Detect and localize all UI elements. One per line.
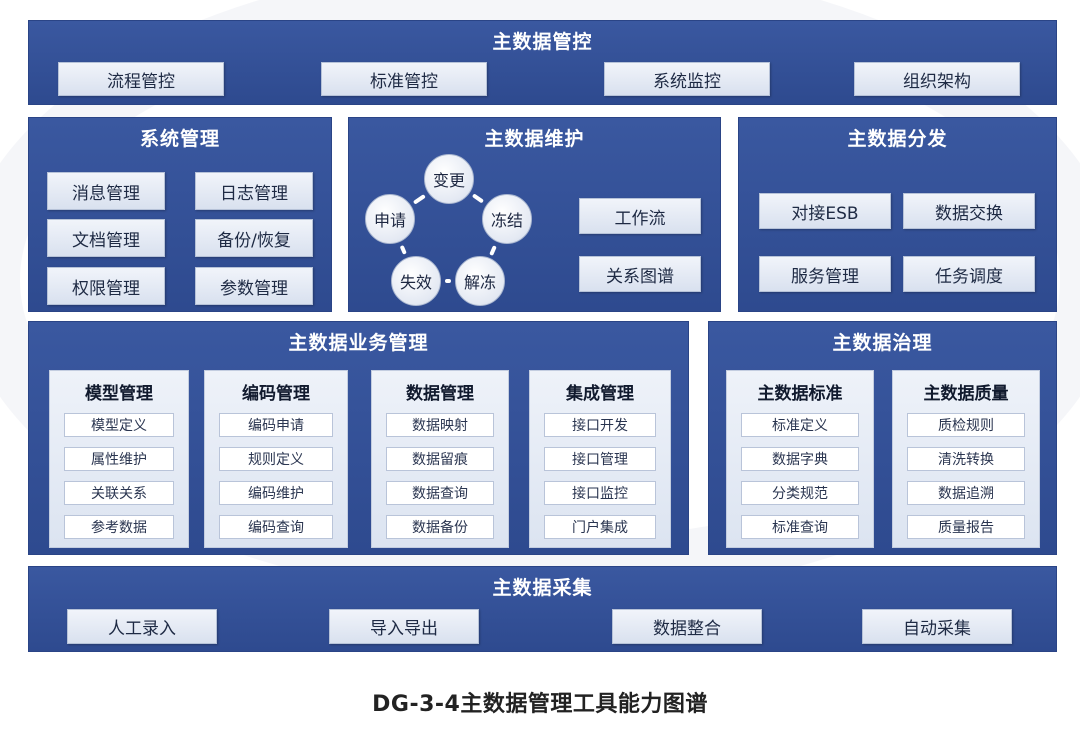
panel-master-data-control: 主数据管控 流程管控 标准管控 系统监控 组织架构	[28, 20, 1057, 105]
list-item[interactable]: 编码查询	[219, 515, 333, 539]
system-item-log[interactable]: 日志管理	[195, 172, 313, 210]
column-master-data-quality: 主数据质量 质检规则 清洗转换 数据追溯 质量报告	[892, 370, 1040, 548]
panel-title: 主数据分发	[847, 128, 948, 150]
column-master-data-standard: 主数据标准 标准定义 数据字典 分类规范 标准查询	[726, 370, 874, 548]
column-title: 主数据标准	[757, 384, 843, 404]
distribution-item-scheduling[interactable]: 任务调度	[903, 256, 1035, 292]
collection-item-manual[interactable]: 人工录入	[67, 609, 217, 644]
list-item[interactable]: 模型定义	[64, 413, 174, 437]
cycle-node-apply[interactable]: 申请	[365, 194, 415, 244]
panel-system-management: 系统管理 消息管理 日志管理 文档管理 备份/恢复 权限管理 参数管理	[28, 117, 332, 312]
distribution-item-service[interactable]: 服务管理	[759, 256, 891, 292]
panel-title: 主数据业务管理	[288, 332, 429, 354]
list-item[interactable]: 数据字典	[741, 447, 859, 471]
control-item-org[interactable]: 组织架构	[854, 62, 1020, 96]
distribution-item-esb[interactable]: 对接ESB	[759, 193, 891, 229]
distribution-item-exchange[interactable]: 数据交换	[903, 193, 1035, 229]
figure-caption: DG-3-4主数据管理工具能力图谱	[372, 692, 708, 717]
column-title: 集成管理	[566, 384, 634, 404]
cycle-connector	[489, 244, 498, 256]
column-code-management: 编码管理 编码申请 规则定义 编码维护 编码查询	[204, 370, 348, 548]
control-item-monitor[interactable]: 系统监控	[604, 62, 770, 96]
cycle-connector	[399, 244, 407, 256]
list-item[interactable]: 参考数据	[64, 515, 174, 539]
list-item[interactable]: 关联关系	[64, 481, 174, 505]
control-item-standard[interactable]: 标准管控	[321, 62, 487, 96]
column-title: 模型管理	[85, 384, 153, 404]
collection-item-auto[interactable]: 自动采集	[862, 609, 1012, 644]
list-item[interactable]: 分类规范	[741, 481, 859, 505]
panel-governance: 主数据治理 主数据标准 标准定义 数据字典 分类规范 标准查询 主数据质量 质检…	[708, 321, 1057, 555]
column-data-management: 数据管理 数据映射 数据留痕 数据查询 数据备份	[371, 370, 509, 548]
list-item[interactable]: 接口管理	[544, 447, 656, 471]
panel-title: 主数据管控	[492, 31, 593, 53]
list-item[interactable]: 属性维护	[64, 447, 174, 471]
cycle-node-change[interactable]: 变更	[424, 154, 474, 204]
collection-item-integration[interactable]: 数据整合	[612, 609, 762, 644]
list-item[interactable]: 质量报告	[907, 515, 1025, 539]
column-integration-management: 集成管理 接口开发 接口管理 接口监控 门户集成	[529, 370, 671, 548]
column-title: 主数据质量	[923, 384, 1009, 404]
list-item[interactable]: 接口开发	[544, 413, 656, 437]
column-model-management: 模型管理 模型定义 属性维护 关联关系 参考数据	[49, 370, 189, 548]
cycle-connector	[445, 279, 451, 283]
list-item[interactable]: 数据留痕	[386, 447, 494, 471]
list-item[interactable]: 清洗转换	[907, 447, 1025, 471]
panel-master-data-maintenance: 主数据维护 变更 冻结 解冻 失效 申请 工作流 关系图谱	[348, 117, 721, 312]
panel-title: 主数据采集	[492, 577, 593, 599]
list-item[interactable]: 编码申请	[219, 413, 333, 437]
cycle-node-unfreeze[interactable]: 解冻	[455, 256, 505, 306]
maintenance-item-relation-graph[interactable]: 关系图谱	[579, 256, 701, 292]
cycle-connector	[471, 193, 485, 205]
system-item-backup[interactable]: 备份/恢复	[195, 219, 313, 257]
list-item[interactable]: 标准查询	[741, 515, 859, 539]
panel-title: 系统管理	[139, 128, 220, 150]
list-item[interactable]: 数据追溯	[907, 481, 1025, 505]
system-item-parameter[interactable]: 参数管理	[195, 267, 313, 305]
list-item[interactable]: 接口监控	[544, 481, 656, 505]
list-item[interactable]: 数据查询	[386, 481, 494, 505]
list-item[interactable]: 质检规则	[907, 413, 1025, 437]
cycle-node-invalidate[interactable]: 失效	[391, 256, 441, 306]
panel-master-data-collection: 主数据采集 人工录入 导入导出 数据整合 自动采集	[28, 566, 1057, 652]
control-item-process[interactable]: 流程管控	[58, 62, 224, 96]
list-item[interactable]: 规则定义	[219, 447, 333, 471]
panel-title: 主数据维护	[484, 128, 585, 150]
cycle-connector	[412, 193, 427, 205]
list-item[interactable]: 数据备份	[386, 515, 494, 539]
panel-master-data-distribution: 主数据分发 对接ESB 数据交换 服务管理 任务调度	[738, 117, 1057, 312]
column-title: 数据管理	[406, 384, 474, 404]
panel-title: 主数据治理	[832, 332, 933, 354]
maintenance-item-workflow[interactable]: 工作流	[579, 198, 701, 234]
system-item-message[interactable]: 消息管理	[47, 172, 165, 210]
list-item[interactable]: 数据映射	[386, 413, 494, 437]
collection-item-import-export[interactable]: 导入导出	[329, 609, 479, 644]
list-item[interactable]: 标准定义	[741, 413, 859, 437]
panel-business-management: 主数据业务管理 模型管理 模型定义 属性维护 关联关系 参考数据 编码管理 编码…	[28, 321, 689, 555]
system-item-document[interactable]: 文档管理	[47, 219, 165, 257]
system-item-permission[interactable]: 权限管理	[47, 267, 165, 305]
column-title: 编码管理	[242, 384, 310, 404]
list-item[interactable]: 编码维护	[219, 481, 333, 505]
cycle-node-freeze[interactable]: 冻结	[482, 194, 532, 244]
list-item[interactable]: 门户集成	[544, 515, 656, 539]
